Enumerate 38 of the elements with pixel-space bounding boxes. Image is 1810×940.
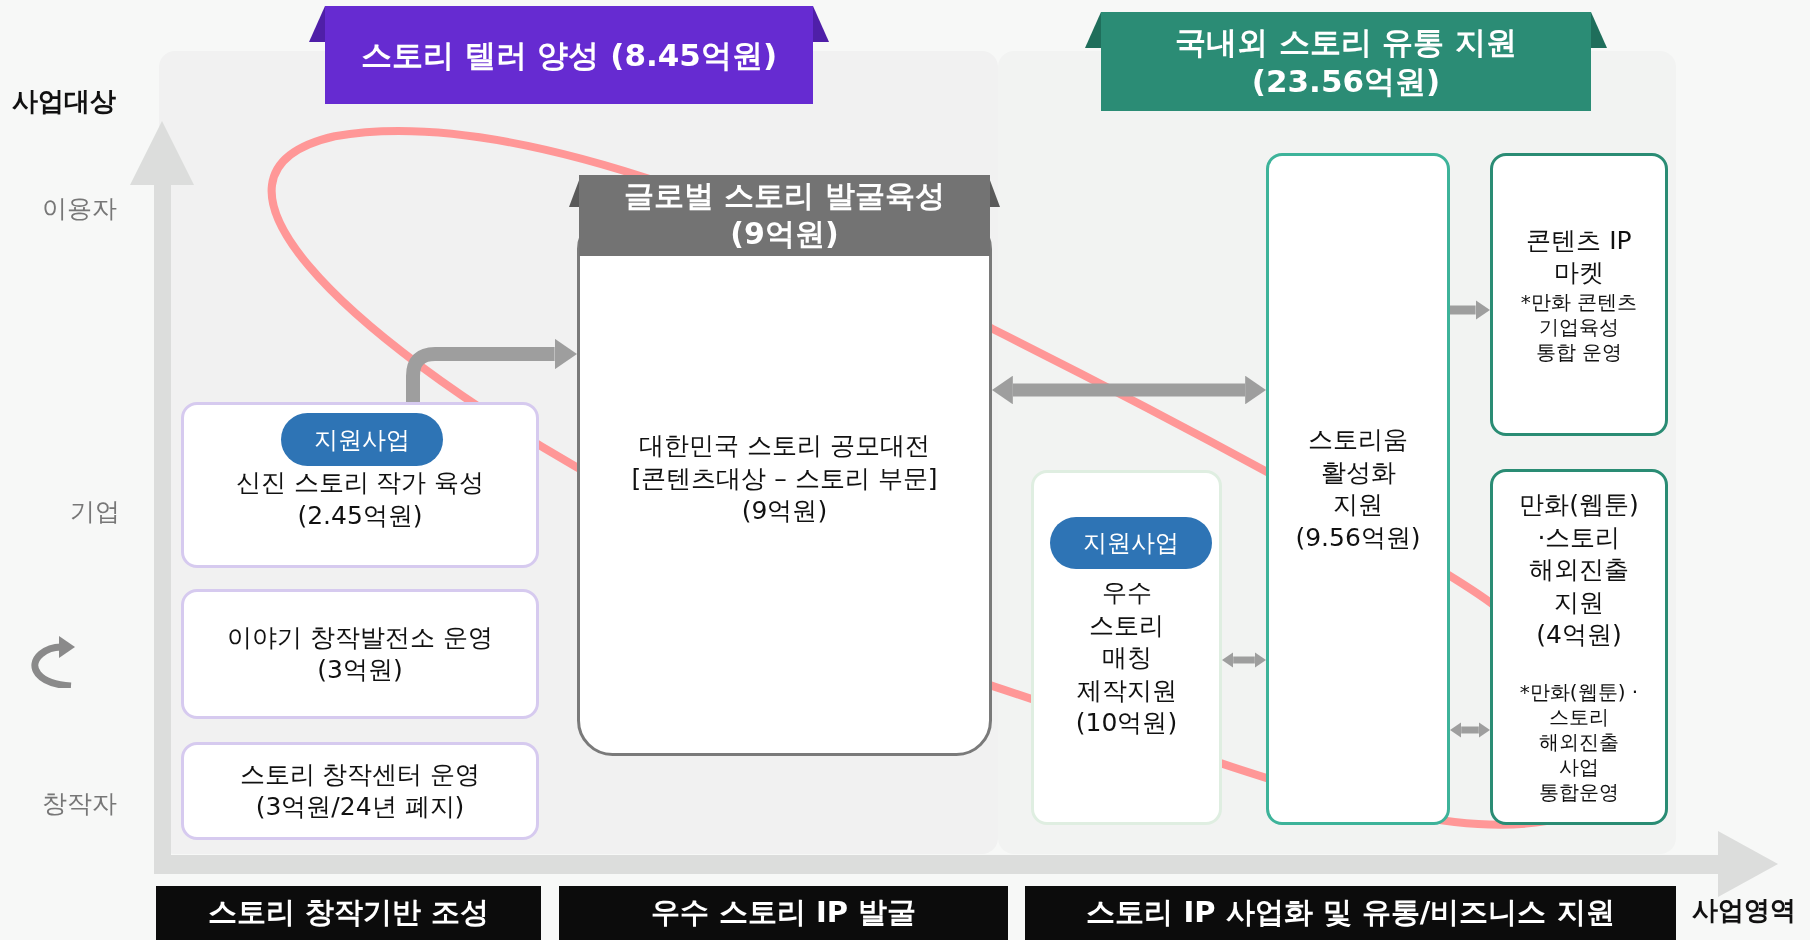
box-text: 콘텐츠 IP 마켓 bbox=[1525, 224, 1633, 289]
program-box bbox=[1490, 153, 1668, 436]
box-text: 대한민국 스토리 공모대전 [콘텐츠대상 – 스토리 부문] (9억원) bbox=[630, 430, 939, 527]
program-box bbox=[1031, 470, 1222, 825]
box-text: 이야기 창작발전소 운영 (3억원) bbox=[226, 621, 494, 686]
program-box bbox=[1266, 153, 1450, 825]
box-heading: 글로벌 스토리 발굴육성 (9억원) bbox=[623, 177, 946, 252]
box-text: 우수 스토리 매칭 제작지원 (10억원) bbox=[1074, 577, 1179, 739]
program-box bbox=[181, 589, 539, 719]
axis-label: 이용자 bbox=[42, 193, 117, 225]
double-arrow bbox=[992, 375, 1266, 405]
category-bar: 우수 스토리 IP 발굴 bbox=[559, 886, 1008, 940]
category-bar: 스토리 IP 사업화 및 유통/비즈니스 지원 bbox=[1025, 886, 1676, 940]
double-arrow bbox=[1450, 722, 1490, 738]
axis-label: 창작자 bbox=[42, 788, 117, 820]
axis-label: 기업 bbox=[70, 496, 120, 528]
tag-label: 지원사업 bbox=[1050, 517, 1212, 569]
axis-title: 사업대상 bbox=[12, 85, 116, 118]
title-banner bbox=[1085, 12, 1607, 111]
program-box bbox=[181, 742, 539, 840]
arrow bbox=[406, 338, 577, 402]
box-text: 스토리 창작센터 운영 (3억원/24년 폐지) bbox=[238, 758, 482, 823]
banner-title: 스토리 텔러 양성 (8.45억원) bbox=[360, 35, 778, 75]
axis-title: 사업영역 bbox=[1692, 894, 1796, 927]
tag-label: 지원사업 bbox=[281, 413, 443, 466]
box-text: 스토리움 활성화 지원 (9.56억원) bbox=[1294, 424, 1422, 554]
program-box bbox=[181, 402, 539, 568]
program-box bbox=[569, 175, 1000, 756]
box-text: 만화(웹툰) ·스토리 해외진출 지원 (4억원) bbox=[1518, 489, 1640, 652]
banner-title: 국내외 스토리 유통 지원 (23.56억원) bbox=[1173, 22, 1519, 101]
note-text: *만화(웹툰) ·스토리 해외진출 사업 통합운영 bbox=[1518, 679, 1640, 805]
arrow bbox=[1450, 300, 1490, 320]
double-arrow bbox=[1222, 652, 1266, 668]
note-text: *만화 콘텐츠 기업육성 통합 운영 bbox=[1520, 289, 1638, 365]
box-text: 신진 스토리 작가 육성 (2.45억원) bbox=[234, 467, 486, 532]
title-banner bbox=[309, 6, 829, 104]
program-box bbox=[1490, 469, 1668, 825]
category-bar: 스토리 창작기반 조성 bbox=[156, 886, 541, 940]
